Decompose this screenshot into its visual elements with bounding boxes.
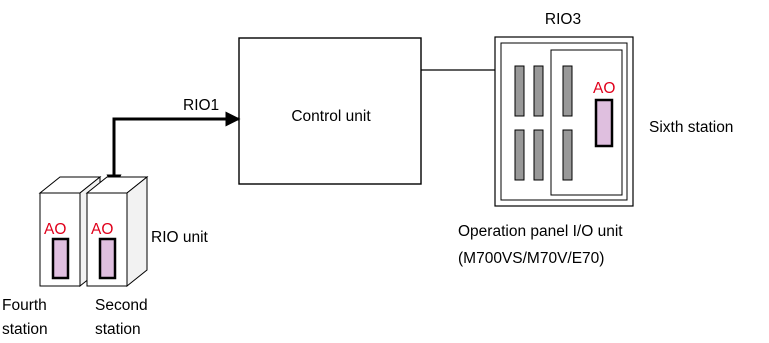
panel-slot <box>533 129 544 181</box>
fourth-ao-label: AO <box>44 221 66 238</box>
fourth-station-label-line1: Fourth <box>2 297 47 314</box>
fourth-station-label-line2: station <box>2 321 48 338</box>
operation-panel-io-unit: RIO3 AO Sixth station Operation panel I/… <box>458 11 733 267</box>
control-unit-box <box>238 37 422 185</box>
panel-slot <box>562 65 573 117</box>
operation-panel-label: Operation panel I/O unit <box>458 223 623 240</box>
panel-inner-frame <box>500 42 628 201</box>
second-module-side <box>126 175 148 288</box>
rio1-label: RIO1 <box>183 97 219 114</box>
second-station-module: AO <box>85 175 149 288</box>
panel-ao-connector <box>594 98 614 148</box>
panel-slot <box>562 129 573 181</box>
rio-unit-label: RIO unit <box>151 229 209 246</box>
operation-panel-models-label: (M700VS/M70V/E70) <box>458 250 604 267</box>
rio3-label: RIO3 <box>545 11 581 28</box>
fourth-ao-connector <box>51 237 70 280</box>
rio1-cable <box>106 111 241 190</box>
panel-slot <box>533 65 544 117</box>
panel-ao-label: AO <box>593 80 615 97</box>
second-station-label-line1: Second <box>95 297 148 314</box>
panel-slot <box>514 129 525 181</box>
second-ao-connector <box>98 237 117 280</box>
fourth-station-module: AO <box>38 175 102 288</box>
second-ao-label: AO <box>91 221 113 238</box>
control-unit-label: Control unit <box>291 108 371 125</box>
panel-slot <box>514 65 525 117</box>
second-station-label-line2: station <box>95 321 141 338</box>
sixth-station-label: Sixth station <box>649 119 733 136</box>
control-unit: Control unit <box>238 37 422 185</box>
